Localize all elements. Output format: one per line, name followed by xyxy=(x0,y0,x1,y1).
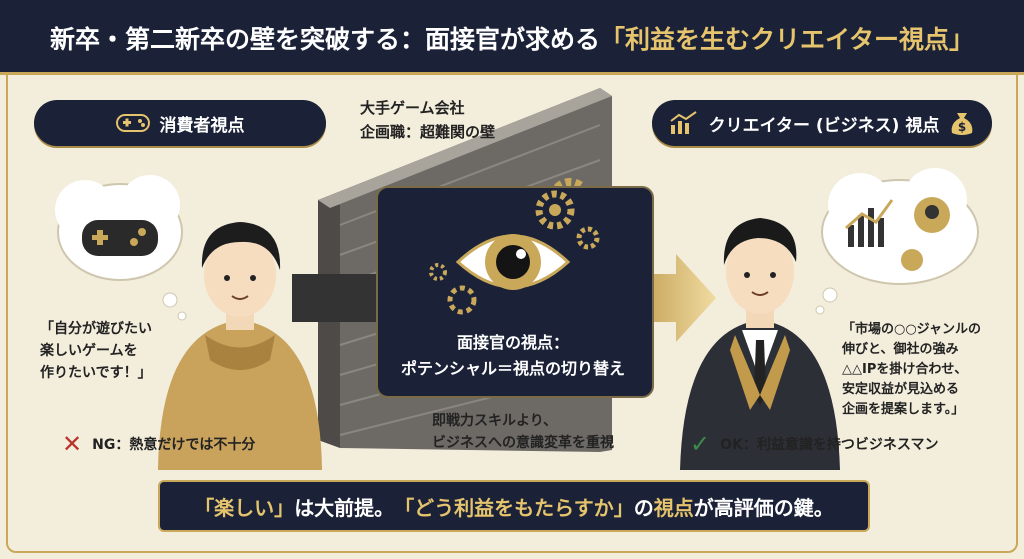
creator-quote-line4: 安定収益が見込める xyxy=(842,382,960,397)
creator-quote-line3: △△IPを掛け合わせ、 xyxy=(842,362,968,377)
creator-quote-line1: 「市場の○○ジャンルの xyxy=(842,322,982,337)
skill-note-line1: 即戦力スキルより、 xyxy=(432,413,558,429)
check-icon: ✓ xyxy=(690,430,711,458)
wall-caption-line1: 大手ゲーム会社 xyxy=(360,99,465,117)
creator-quote-line2: 伸びと、御社の強み xyxy=(842,342,959,357)
key-message-part3: 「どう利益をもたらすか」 xyxy=(394,495,634,520)
consumer-quote: 「自分が遊びたい 楽しいゲームを 作りたいです！」 xyxy=(40,318,152,384)
key-message-part1: 「楽しい」 xyxy=(194,495,295,520)
key-message-part4: の xyxy=(633,495,654,520)
ok-note: ✓ OK：利益意識を持つビジネスマン xyxy=(690,430,938,458)
key-message-part5: 視点 xyxy=(653,495,694,520)
cross-icon: ✕ xyxy=(62,430,83,458)
skill-note: 即戦力スキルより、 ビジネスへの意識変革を重視 xyxy=(432,410,632,454)
title-highlight: 「利益を生むクリエイター視点」 xyxy=(600,25,975,54)
consumer-perspective-pill: 消費者視点 xyxy=(34,100,326,146)
money-bag-icon: $ xyxy=(949,109,975,137)
title-banner: 新卒・第二新卒の壁を突破する：面接官が求める「利益を生むクリエイター視点」 xyxy=(0,0,1024,75)
interviewer-perspective-line2: ポテンシャル＝視点の切り替え xyxy=(400,359,625,378)
ok-note-text: OK：利益意識を持つビジネスマン xyxy=(720,437,939,453)
gamepad-icon xyxy=(115,112,150,134)
growth-chart-icon xyxy=(669,111,699,135)
interviewer-perspective-text: 面接官の視点： ポテンシャル＝視点の切り替え xyxy=(382,330,644,382)
key-message-part2: は大前提。 xyxy=(294,495,395,520)
creator-perspective-label: クリエイター (ビジネス) 視点 xyxy=(708,115,940,136)
ng-note-text: NG：熱意だけでは不十分 xyxy=(92,437,256,453)
svg-text:$: $ xyxy=(958,120,966,134)
creator-quote-line5: 企画を提案します。」 xyxy=(842,402,965,417)
creator-quote: 「市場の○○ジャンルの 伸びと、御社の強み △△IPを掛け合わせ、 安定収益が見… xyxy=(842,320,981,420)
skill-note-line2: ビジネスへの意識変革を重視 xyxy=(432,435,614,451)
young-person-figure xyxy=(158,222,322,470)
businessman-figure xyxy=(680,218,840,470)
page-title: 新卒・第二新卒の壁を突破する：面接官が求める「利益を生むクリエイター視点」 xyxy=(0,20,1024,56)
key-message-part6: が高評価の鍵。 xyxy=(693,495,834,520)
wall-caption: 大手ゲーム会社 企画職：超難関の壁 xyxy=(360,96,530,144)
right-thought-cloud xyxy=(815,168,979,315)
ng-note: ✕ NG：熱意だけでは不十分 xyxy=(62,430,255,458)
consumer-quote-line3: 作りたいです！」 xyxy=(40,365,152,381)
title-prefix: 新卒・第二新卒の壁を突破する：面接官が求める xyxy=(49,25,600,54)
consumer-quote-line1: 「自分が遊びたい xyxy=(40,321,152,337)
creator-perspective-pill: クリエイター (ビジネス) 視点 $ xyxy=(652,100,992,146)
left-thought-cloud xyxy=(55,175,187,321)
key-message-bar: 「楽しい」は大前提。「どう利益をもたらすか」の視点が高評価の鍵。 xyxy=(158,480,870,532)
interviewer-perspective-panel xyxy=(376,186,654,398)
consumer-perspective-label: 消費者視点 xyxy=(159,115,245,136)
consumer-quote-line2: 楽しいゲームを xyxy=(40,343,138,359)
interviewer-perspective-line1: 面接官の視点： xyxy=(456,333,569,352)
wall-caption-line2: 企画職：超難関の壁 xyxy=(360,123,496,141)
